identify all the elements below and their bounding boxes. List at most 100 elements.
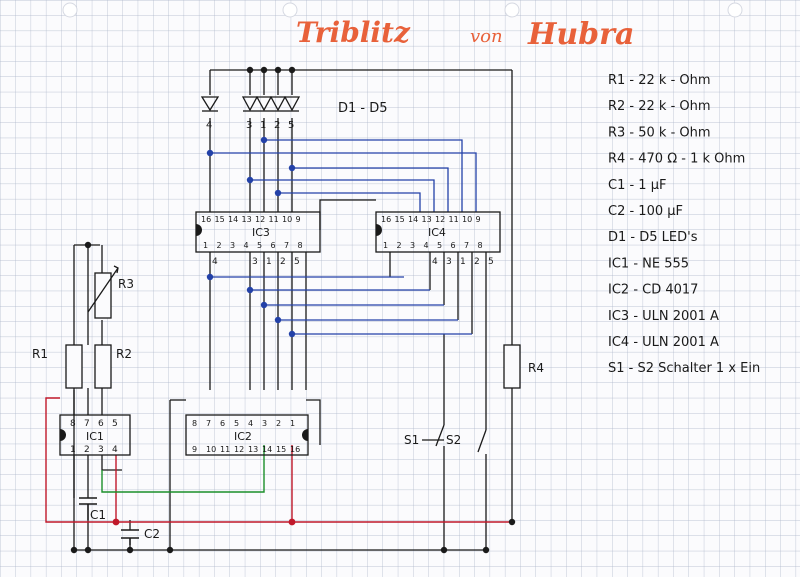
leds bbox=[200, 96, 301, 112]
led-label: 3 bbox=[246, 120, 252, 131]
led-assignment-label: 5 bbox=[294, 257, 300, 267]
resistor-r2 bbox=[94, 344, 112, 389]
parts-list-row: D1 - D5 LED's bbox=[608, 230, 698, 245]
pin-number: 11 bbox=[449, 215, 459, 224]
pin-number: 3 bbox=[410, 241, 415, 250]
pin-number: 6 bbox=[98, 419, 104, 429]
parts-list-row: R4 - 470 Ω - 1 k Ohm bbox=[608, 152, 745, 167]
pin-number: 6 bbox=[451, 241, 456, 250]
pin-number: 10 bbox=[462, 215, 472, 224]
capacitors bbox=[79, 497, 139, 545]
led-assignment-label: 3 bbox=[252, 257, 258, 267]
pin-number: 16 bbox=[290, 445, 300, 454]
led-assignment-label: 5 bbox=[488, 257, 494, 267]
pin-number: 14 bbox=[262, 445, 272, 454]
label-r1: R1 bbox=[32, 347, 48, 361]
pin-number: 15 bbox=[215, 215, 225, 224]
pin-number: 15 bbox=[395, 215, 405, 224]
red-junctions bbox=[112, 518, 296, 526]
label-r3: R3 bbox=[118, 277, 134, 291]
label-s1: S1 bbox=[404, 433, 419, 447]
led-assignment-label: 2 bbox=[280, 257, 286, 267]
pin-number: 4 bbox=[424, 241, 429, 250]
pin-number: 10 bbox=[206, 445, 216, 454]
parts-list-row: S1 - S2 Schalter 1 x Ein bbox=[608, 361, 760, 376]
led-assignment-label: 3 bbox=[446, 257, 452, 267]
component-labels: R1 R2 R3 R4 C1 C2 S1 S2 bbox=[32, 277, 544, 541]
pin-number: 5 bbox=[437, 241, 442, 250]
parts-list-row: IC3 - ULN 2001 A bbox=[608, 309, 719, 324]
pin-number: 11 bbox=[269, 215, 279, 224]
pin-number: 12 bbox=[255, 215, 265, 224]
r3-wiper bbox=[87, 265, 119, 313]
led-assignment-label: 1 bbox=[460, 257, 466, 267]
pin-number: 3 bbox=[262, 419, 267, 428]
led-d5 bbox=[283, 96, 301, 112]
parts-list-row: R1 - 22 k - Ohm bbox=[608, 73, 711, 88]
green-wiring bbox=[101, 445, 265, 493]
pin-number: 6 bbox=[271, 241, 276, 250]
pin-number: 10 bbox=[282, 215, 292, 224]
led-labels: 4 3 1 2 5 bbox=[206, 120, 294, 131]
pin-number: 12 bbox=[234, 445, 244, 454]
label-c1: C1 bbox=[90, 508, 106, 522]
blue-wiring bbox=[210, 139, 477, 335]
punch-holes bbox=[62, 2, 743, 18]
pin-number: 16 bbox=[381, 215, 391, 224]
switch-s2 bbox=[477, 429, 487, 460]
led-assignment-label: 4 bbox=[432, 257, 438, 267]
switch-s1 bbox=[435, 424, 445, 450]
parts-list-row: IC4 - ULN 2001 A bbox=[608, 335, 719, 350]
ic3-label: IC3 bbox=[252, 226, 270, 239]
led-label: 5 bbox=[288, 120, 294, 131]
blue-junctions bbox=[206, 136, 296, 338]
pin-number: 8 bbox=[70, 419, 76, 429]
label-c2: C2 bbox=[144, 527, 160, 541]
led-assignment-label: 2 bbox=[474, 257, 480, 267]
potentiometer-r3 bbox=[94, 272, 112, 319]
label-s2: S2 bbox=[446, 433, 461, 447]
pin-number: 1 bbox=[290, 419, 295, 428]
ic4-label: IC4 bbox=[428, 226, 446, 239]
pin-number: 1 bbox=[203, 241, 208, 250]
pin-number: 8 bbox=[478, 241, 483, 250]
pin-number: 8 bbox=[192, 419, 197, 428]
pin-number: 13 bbox=[422, 215, 432, 224]
pin-number: 7 bbox=[84, 419, 90, 429]
pin-number: 14 bbox=[228, 215, 238, 224]
pin-number: 9 bbox=[296, 215, 301, 224]
pin-number: 6 bbox=[220, 419, 225, 428]
led-d2 bbox=[269, 96, 287, 112]
pin-number: 2 bbox=[84, 445, 90, 455]
pin-number: 9 bbox=[476, 215, 481, 224]
pin-number: 4 bbox=[244, 241, 249, 250]
led-d1 bbox=[255, 96, 273, 112]
red-wiring bbox=[45, 397, 512, 523]
ic1-label: IC1 bbox=[86, 430, 104, 443]
pin-number: 5 bbox=[112, 419, 118, 429]
black-wiring bbox=[73, 69, 513, 551]
parts-list-row: C2 - 100 µF bbox=[608, 204, 683, 219]
pin-number: 16 bbox=[201, 215, 211, 224]
pin-number: 3 bbox=[98, 445, 104, 455]
resistor-r4 bbox=[503, 344, 521, 389]
led-label: 1 bbox=[260, 120, 266, 131]
pin-number: 8 bbox=[298, 241, 303, 250]
pin-number: 13 bbox=[248, 445, 258, 454]
pin-number: 7 bbox=[284, 241, 289, 250]
resistors bbox=[65, 272, 521, 389]
pin-number: 2 bbox=[397, 241, 402, 250]
pin-number: 5 bbox=[257, 241, 262, 250]
ic2-label: IC2 bbox=[234, 430, 252, 443]
pin-number: 12 bbox=[435, 215, 445, 224]
parts-list-row: IC1 - NE 555 bbox=[608, 256, 689, 271]
pin-number: 15 bbox=[276, 445, 286, 454]
pin-number: 9 bbox=[192, 445, 197, 454]
pin-number: 4 bbox=[112, 445, 118, 455]
pin-number: 1 bbox=[383, 241, 388, 250]
pin-number: 7 bbox=[206, 419, 211, 428]
pin-number: 5 bbox=[234, 419, 239, 428]
label-r2: R2 bbox=[116, 347, 132, 361]
